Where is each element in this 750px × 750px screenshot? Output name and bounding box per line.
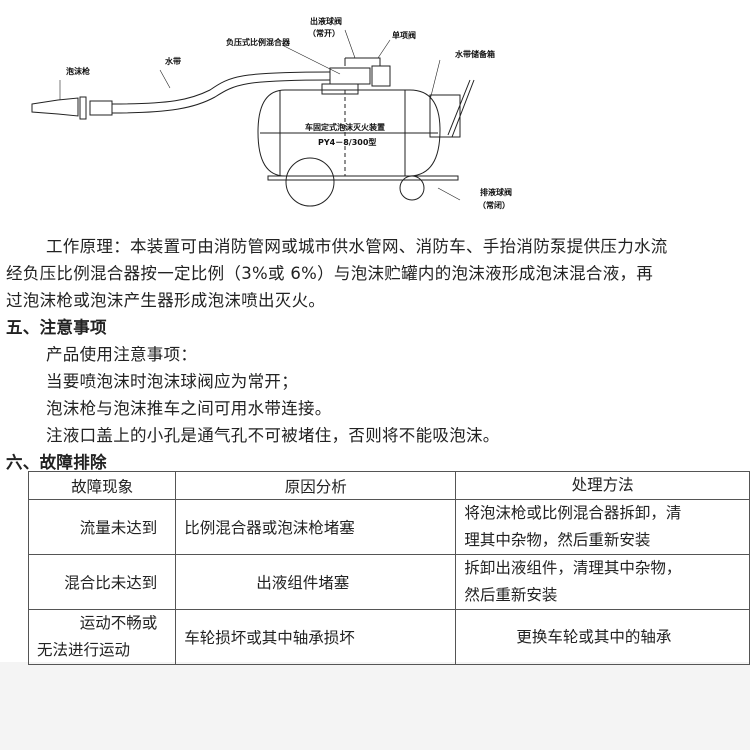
cause-cell: 出液组件堵塞 bbox=[175, 554, 457, 610]
fix-cell: 拆卸出液组件，清理其中杂物， 然后重新安装 bbox=[455, 554, 750, 610]
hose bbox=[111, 71, 331, 114]
symptom-cell: 流量未达到 bbox=[27, 499, 177, 555]
label-hose-box: 水带储备箱 bbox=[454, 49, 495, 59]
symptom-line: 运动不畅或 bbox=[79, 614, 158, 632]
label-outlet-valve-note: （常开） bbox=[308, 28, 340, 38]
symptom-line: 无法进行运动 bbox=[37, 641, 131, 659]
document-page: 泡沫枪 水带 负压式比例混合器 出液球阀 （常开） 单项阀 水带储备箱 车固定式… bbox=[0, 0, 750, 665]
fix-line: 将泡沫枪或比例混合器拆卸，清 bbox=[464, 504, 682, 522]
notice-line: 注液口盖上的小孔是通气孔不可被堵住，否则将不能吸泡沫。 bbox=[46, 426, 500, 445]
header-fix: 处理方法 bbox=[455, 471, 750, 500]
principle-line-1: 工作原理：本装置可由消防管网或城市供水管网、消防车、手抬消防泵提供压力水流 bbox=[46, 237, 668, 256]
fix-line: 理其中杂物，然后重新安装 bbox=[464, 531, 651, 549]
table-row: 流量未达到 比例混合器或泡沫枪堵塞 将泡沫枪或比例混合器拆卸，清理其中杂物，然后… bbox=[27, 499, 750, 555]
header-symptom: 故障现象 bbox=[27, 471, 177, 500]
cause-cell: 车轮损坏或其中轴承损坏 bbox=[175, 609, 457, 665]
cause-cell: 比例混合器或泡沫枪堵塞 bbox=[175, 499, 457, 555]
notice-line: 产品使用注意事项： bbox=[46, 345, 198, 364]
header-cause: 原因分析 bbox=[175, 471, 457, 500]
symptom-cell: 混合比未达到 bbox=[27, 554, 177, 610]
label-foam-gun: 泡沫枪 bbox=[66, 66, 90, 76]
label-drain-valve-note: （常闭） bbox=[478, 200, 510, 210]
section-5-title: 五、注意事项 bbox=[6, 318, 107, 337]
fix-line: 拆卸出液组件，清理其中杂物， bbox=[464, 559, 682, 577]
foam-cart-diagram: 泡沫枪 水带 负压式比例混合器 出液球阀 （常开） 单项阀 水带储备箱 车固定式… bbox=[31, 16, 512, 210]
label-model: PY4－8/300型 bbox=[318, 137, 376, 147]
fix-cell: 更换车轮或其中的轴承 bbox=[455, 609, 750, 665]
troubleshooting-table: 故障现象 原因分析 处理方法 流量未达到 比例混合器或泡沫枪堵塞 将泡沫枪或比例… bbox=[27, 471, 750, 665]
label-check-valve: 单项阀 bbox=[392, 30, 416, 40]
table-header-row: 故障现象 原因分析 处理方法 bbox=[27, 471, 750, 500]
label-device-name: 车固定式泡沫灭火装置 bbox=[305, 122, 385, 132]
symptom-cell: 运动不畅或无法进行运动 bbox=[27, 609, 177, 665]
table-row: 混合比未达到 出液组件堵塞 拆卸出液组件，清理其中杂物， 然后重新安装 bbox=[27, 554, 750, 610]
notice-line: 泡沫枪与泡沫推车之间可用水带连接。 bbox=[46, 399, 332, 418]
label-drain-valve: 排液球阀 bbox=[480, 187, 512, 197]
table-row: 运动不畅或无法进行运动 车轮损坏或其中轴承损坏 更换车轮或其中的轴承 bbox=[27, 609, 750, 665]
label-outlet-valve: 出液球阀 bbox=[310, 16, 342, 26]
mixer bbox=[321, 57, 391, 95]
principle-line-3: 过泡沫枪或泡沫产生器形成泡沫喷出灭火。 bbox=[6, 291, 326, 310]
label-mixer: 负压式比例混合器 bbox=[226, 37, 291, 47]
fix-line: 然后重新安装 bbox=[464, 586, 558, 604]
label-hose: 水带 bbox=[164, 56, 181, 66]
foam-gun bbox=[31, 96, 113, 120]
principle-line-2: 经负压比例混合器按一定比例（3%或 6%）与泡沫贮罐内的泡沫液形成泡沫混合液，再 bbox=[6, 264, 654, 283]
fix-cell: 将泡沫枪或比例混合器拆卸，清理其中杂物，然后重新安装 bbox=[455, 499, 750, 555]
notice-line: 当要喷泡沫时泡沫球阀应为常开； bbox=[46, 372, 298, 391]
section-6-title: 六、故障排除 bbox=[6, 453, 107, 472]
tank bbox=[257, 79, 475, 207]
